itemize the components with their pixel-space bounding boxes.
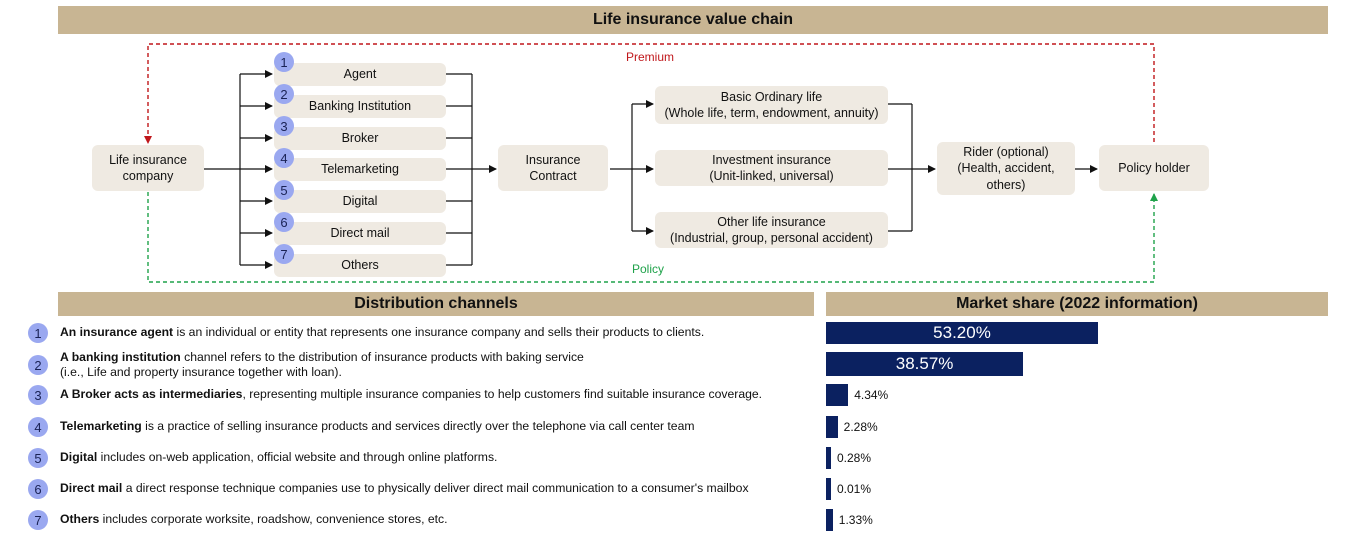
distribution-description: Others includes corporate worksite, road…: [60, 512, 448, 527]
product-box-other-life: Other life insurance (Industrial, group,…: [655, 212, 888, 248]
market-share-value-label: 2.28%: [843, 420, 878, 434]
channel-name: Digital: [60, 450, 98, 465]
market-share-value-label: 0.01%: [837, 482, 872, 496]
value-chain-connectors: [144, 43, 1158, 283]
channel-name: An insurance agent: [60, 325, 174, 340]
number-badge: 5: [28, 448, 48, 468]
distribution-description: Digital includes on-web application, off…: [60, 450, 497, 465]
page-title: Life insurance value chain: [58, 6, 1328, 34]
channel-text: a direct response technique companies us…: [122, 481, 749, 496]
distribution-item: 3 A Broker acts as intermediaries, repre…: [28, 384, 762, 406]
market-share-value-label: 0.28%: [837, 451, 872, 465]
premium-label: Premium: [626, 50, 675, 64]
market-share-value-label: 38.57%: [895, 354, 954, 373]
rider-box: Rider (optional) (Health, accident, othe…: [937, 142, 1075, 195]
market-share-bar: [826, 416, 838, 438]
channel-name: A banking institution: [60, 349, 181, 364]
distribution-description: An insurance agent is an individual or e…: [60, 325, 704, 340]
channel-badge-4: 4: [274, 148, 294, 168]
policy-holder-box: Policy holder: [1099, 145, 1209, 191]
channel-badge-3: 3: [274, 116, 294, 136]
product-detail: (Industrial, group, personal accident): [670, 231, 873, 245]
product-box-investment: Investment insurance (Unit-linked, unive…: [655, 150, 888, 186]
channel-text: is an individual or entity that represen…: [173, 325, 705, 340]
distribution-item: 4 Telemarketing is a practice of selling…: [28, 416, 695, 438]
market-share-bar: [826, 447, 831, 469]
market-share-bar: [826, 509, 833, 531]
number-badge: 7: [28, 510, 48, 530]
number-badge: 6: [28, 479, 48, 499]
number-badge: 1: [28, 323, 48, 343]
market-share-bar: [826, 352, 1024, 376]
channel-badge-7: 7: [274, 244, 294, 264]
distribution-description: Direct mail a direct response technique …: [60, 481, 749, 496]
distribution-item: 7 Others includes corporate worksite, ro…: [28, 509, 448, 531]
product-title: Investment insurance: [712, 152, 831, 167]
market-share-bar: [826, 384, 849, 406]
channel-box-others: Others: [274, 254, 446, 277]
channel-text: , representing multiple insurance compan…: [242, 387, 763, 402]
channel-box-agent: Agent: [274, 63, 446, 86]
distribution-item: 5 Digital includes on-web application, o…: [28, 447, 497, 469]
channel-badge-5: 5: [274, 180, 294, 200]
channel-box-telemarketing: Telemarketing: [274, 158, 446, 181]
channel-text-line2: (i.e., Life and property insurance toget…: [60, 365, 342, 379]
channel-text: channel refers to the distribution of in…: [180, 349, 584, 364]
insurance-contract-box: Insurance Contract: [498, 145, 608, 191]
channel-name: Others: [60, 512, 100, 527]
channel-box-digital: Digital: [274, 190, 446, 213]
distribution-item: 2 A banking institution channel refers t…: [28, 350, 584, 380]
channel-name: Telemarketing: [60, 419, 142, 434]
distribution-item: 6 Direct mail a direct response techniqu…: [28, 478, 749, 500]
channel-badge-2: 2: [274, 84, 294, 104]
market-share-value-label: 1.33%: [838, 513, 873, 527]
distribution-item: 1 An insurance agent is an individual or…: [28, 322, 704, 344]
product-detail: (Whole life, term, endowment, annuity): [664, 106, 879, 120]
channel-badge-6: 6: [274, 212, 294, 232]
distribution-description: Telemarketing is a practice of selling i…: [60, 419, 695, 434]
channel-box-direct-mail: Direct mail: [274, 222, 446, 245]
number-badge: 3: [28, 385, 48, 405]
policy-label: Policy: [632, 262, 665, 276]
channel-name: Direct mail: [60, 481, 123, 496]
channel-text: includes corporate worksite, roadshow, c…: [99, 512, 448, 527]
channel-name: A Broker acts as intermediaries: [60, 387, 243, 402]
product-detail: (Unit-linked, universal): [709, 169, 834, 183]
distribution-description: A Broker acts as intermediaries, represe…: [60, 387, 762, 402]
market-share-value-label: 4.34%: [854, 388, 889, 402]
channel-text: is a practice of selling insurance produ…: [141, 419, 695, 434]
market-share-value-label: 53.20%: [933, 323, 991, 342]
distribution-description: A banking institution channel refers to …: [60, 350, 584, 381]
market-share-bar: [826, 478, 831, 500]
product-title: Other life insurance: [717, 214, 826, 229]
product-title: Basic Ordinary life: [720, 89, 823, 104]
product-box-basic-ordinary: Basic Ordinary life (Whole life, term, e…: [655, 86, 888, 124]
market-share-header: Market share (2022 information): [826, 292, 1328, 316]
channel-box-broker: Broker: [274, 127, 446, 150]
channel-box-banking: Banking Institution: [274, 95, 446, 118]
channel-badge-1: 1: [274, 52, 294, 72]
channel-text: includes on-web application, official we…: [97, 450, 498, 465]
market-share-bar: [826, 322, 1098, 344]
number-badge: 4: [28, 417, 48, 437]
number-badge: 2: [28, 355, 48, 375]
distribution-header: Distribution channels: [58, 292, 814, 316]
life-insurance-company-box: Life insurance company: [92, 145, 204, 191]
